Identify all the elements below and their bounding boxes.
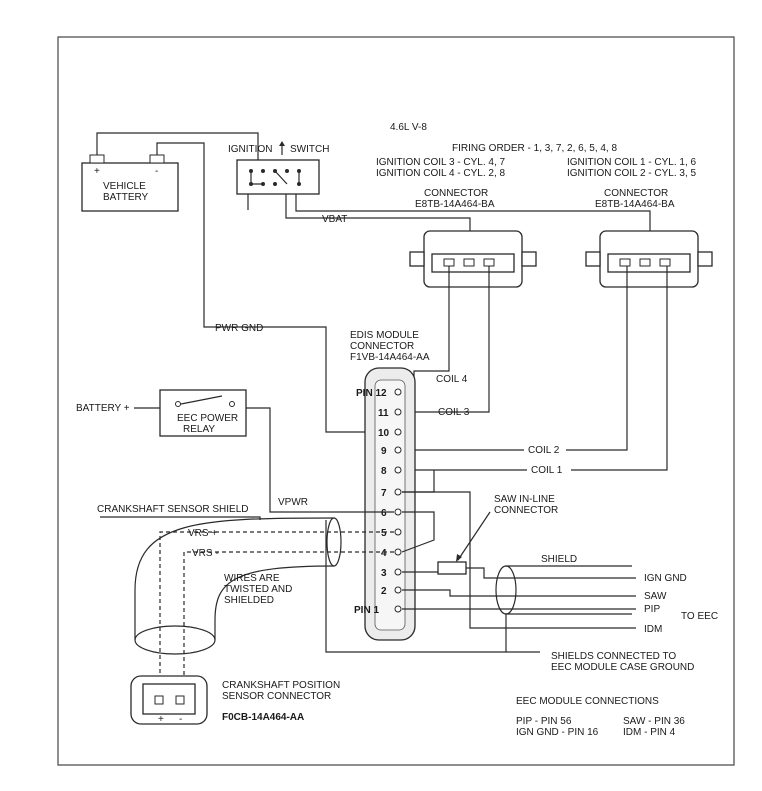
eec-conn-saw: SAW - PIN 36 — [623, 716, 685, 727]
connector-right-title: CONNECTOR — [604, 188, 668, 199]
pin-4: 4 — [381, 548, 387, 559]
battery-label-2: BATTERY — [103, 192, 149, 203]
coil-1-label: COIL 1 — [531, 465, 563, 476]
diagram-frame — [57, 36, 735, 766]
ckp-part: F0CB-14A464-AA — [222, 712, 304, 723]
edis-label-2: CONNECTOR — [350, 341, 414, 352]
connector-left-part: E8TB-14A464-BA — [415, 199, 495, 210]
battery-plus-terminal: + — [94, 166, 100, 177]
ignition-label: IGNITION — [228, 144, 272, 155]
crank-shield-label: CRANKSHAFT SENSOR SHIELD — [97, 504, 249, 515]
battery-label-1: VEHICLE — [103, 181, 146, 192]
shields-note-2: EEC MODULE CASE GROUND — [551, 662, 694, 673]
coil-right-line-1: IGNITION COIL 1 - CYL. 1, 6 — [567, 157, 697, 168]
relay-label-2: RELAY — [183, 424, 215, 435]
coil-right-line-2: IGNITION COIL 2 - CYL. 3, 5 — [567, 168, 697, 179]
ckp-sensor-connector: + - — [130, 675, 208, 725]
eec-conn-pip: PIP - PIN 56 — [516, 716, 572, 727]
coil-2-label: COIL 2 — [528, 445, 560, 456]
pwr-gnd-label: PWR GND — [215, 323, 263, 334]
signal-pip: PIP — [644, 604, 660, 615]
coil-left-line-2: IGNITION COIL 4 - CYL. 2, 8 — [376, 168, 506, 179]
ckp-minus-terminal: - — [179, 714, 182, 725]
to-eec-label: TO EEC — [681, 611, 718, 622]
eec-power-relay: EEC POWER RELAY — [159, 389, 247, 437]
pin-1: PIN 1 — [354, 605, 379, 616]
pin-10: 10 — [378, 428, 390, 439]
edis-module-connector — [364, 367, 416, 641]
firing-order: FIRING ORDER - 1, 3, 7, 2, 6, 5, 4, 8 — [452, 143, 617, 154]
switch-label: SWITCH — [290, 144, 329, 155]
pin-2: 2 — [381, 586, 387, 597]
relay-label-1: EEC POWER — [177, 413, 238, 424]
eec-connections-title: EEC MODULE CONNECTIONS — [516, 696, 659, 707]
pin-9: 9 — [381, 446, 387, 457]
eec-conn-idm: IDM - PIN 4 — [623, 727, 676, 738]
pin-3: 3 — [381, 568, 387, 579]
pin-6: 6 — [381, 508, 387, 519]
vrs-plus-label: VRS + — [188, 528, 217, 539]
signal-ign-gnd: IGN GND — [644, 573, 687, 584]
battery-minus-terminal: - — [155, 166, 158, 177]
coil-connector-right — [585, 230, 713, 288]
eec-conn-ign-gnd: IGN GND - PIN 16 — [516, 727, 599, 738]
twisted-line-3: SHIELDED — [224, 595, 274, 606]
signal-saw: SAW — [644, 591, 667, 602]
twisted-line-1: WIRES ARE — [224, 573, 280, 584]
edis-label-3: F1VB-14A464-AA — [350, 352, 430, 363]
ignition-switch — [236, 159, 320, 195]
engine-label: 4.6L V-8 — [390, 122, 427, 133]
shields-note-1: SHIELDS CONNECTED TO — [551, 651, 676, 662]
connector-left-title: CONNECTOR — [424, 188, 488, 199]
coil-3-label: COIL 3 — [438, 407, 470, 418]
twisted-line-2: TWISTED AND — [224, 584, 292, 595]
ckp-plus-terminal: + — [158, 714, 164, 725]
shield-label: SHIELD — [541, 554, 577, 565]
saw-inline-connector — [437, 561, 467, 575]
pin-5: 5 — [381, 528, 387, 539]
edis-label-1: EDIS MODULE — [350, 330, 419, 341]
coil-connector-left — [409, 230, 537, 288]
vrs-minus-label: VRS - — [192, 548, 219, 559]
saw-connector-line-1: SAW IN-LINE — [494, 494, 555, 505]
saw-connector-line-2: CONNECTOR — [494, 505, 558, 516]
pin-12: PIN 12 — [356, 388, 387, 399]
signal-idm: IDM — [644, 624, 662, 635]
connector-right-part: E8TB-14A464-BA — [595, 199, 675, 210]
vbat-label: VBAT — [322, 214, 347, 225]
ckp-label-2: SENSOR CONNECTOR — [222, 691, 331, 702]
coil-4-label: COIL 4 — [436, 374, 468, 385]
ckp-label-1: CRANKSHAFT POSITION — [222, 680, 340, 691]
pin-8: 8 — [381, 466, 387, 477]
coil-left-line-1: IGNITION COIL 3 - CYL. 4, 7 — [376, 157, 506, 168]
vpwr-label: VPWR — [278, 497, 308, 508]
pin-7: 7 — [381, 488, 387, 499]
pin-11: 11 — [378, 408, 389, 419]
battery-plus-label: BATTERY + — [76, 403, 130, 414]
vehicle-battery: + - VEHICLE BATTERY — [81, 154, 179, 212]
